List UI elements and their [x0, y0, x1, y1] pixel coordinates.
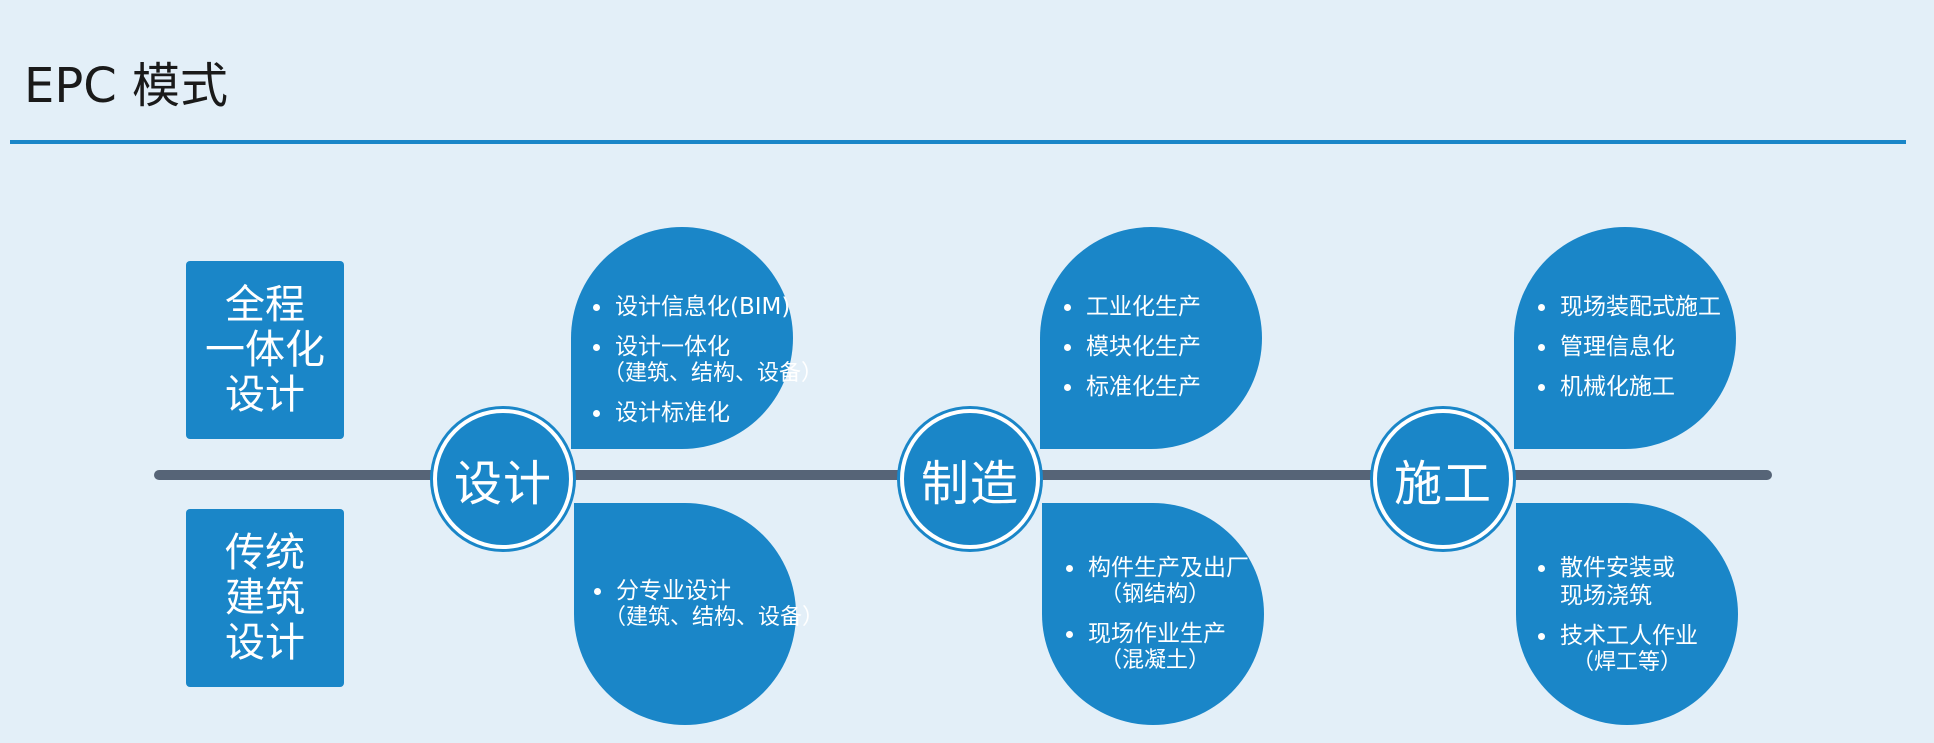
page-title: EPC 模式 — [24, 58, 229, 114]
bullet-dot — [1538, 304, 1545, 311]
petal-item: 现场作业生产（混凝土） — [1066, 620, 1264, 674]
petal-item-line2: 现场浇筑 — [1560, 583, 1652, 609]
petal-design-integrated: 设计信息化(BIM) 设计一体化（建筑、结构、设备） 设计标准化 — [571, 227, 824, 449]
traditional-design-line-2: 建筑 — [225, 574, 305, 621]
petal-item-text: 散件安装或 — [1560, 555, 1675, 581]
petal-item-text: 技术工人作业 — [1560, 623, 1698, 649]
petal-item-text: 标准化生产 — [1086, 374, 1201, 400]
petal-item-subtext: （建筑、结构、设备） — [603, 361, 824, 386]
petal-item-text: 现场作业生产 — [1088, 621, 1226, 647]
integrated-design-line-1: 全程 — [225, 281, 305, 328]
petal-item: 构件生产及出厂（钢结构） — [1066, 554, 1264, 608]
bullet-dot — [1064, 384, 1071, 391]
petal-item: 技术工人作业（焊工等） — [1538, 622, 1738, 676]
traditional-design-line-1: 传统 — [225, 529, 305, 576]
petal-item-text: 现场装配式施工 — [1560, 294, 1721, 320]
petal-item-text: 机械化施工 — [1560, 374, 1675, 400]
petal-item-subtext: （建筑、结构、设备） — [604, 605, 825, 630]
node-construction: 施工 — [1373, 409, 1513, 549]
node-manufacture: 制造 — [900, 409, 1040, 549]
petal-item: 现场装配式施工 — [1538, 293, 1736, 321]
petal-item-text: 设计信息化(BIM) — [615, 294, 791, 320]
petal-item: 设计标准化 — [593, 399, 793, 427]
bullet-dot — [1066, 565, 1073, 572]
petal-item: 设计一体化（建筑、结构、设备） — [593, 333, 824, 387]
petal-item: 标准化生产 — [1064, 373, 1262, 401]
bullet-dot — [1538, 384, 1545, 391]
petal-item-text: 模块化生产 — [1086, 334, 1201, 360]
petal-manufacture-integrated: 工业化生产 模块化生产 标准化生产 — [1040, 227, 1262, 449]
bullet-dot — [594, 588, 601, 595]
petal-item-subtext: （焊工等） — [1572, 650, 1683, 675]
bullet-dot — [1538, 565, 1545, 572]
integrated-design-line-3: 设计 — [225, 371, 305, 418]
integrated-design-label: 全程 一体化 设计 — [186, 261, 344, 439]
petal-item: 分专业设计（建筑、结构、设备） — [594, 577, 825, 631]
petal-item-text: 设计一体化 — [615, 334, 730, 360]
bullet-dot — [1538, 344, 1545, 351]
bullet-dot — [1066, 631, 1073, 638]
petal-design-traditional: 分专业设计（建筑、结构、设备） — [574, 503, 825, 725]
bullet-dot — [593, 344, 600, 351]
integrated-design-line-2: 一体化 — [205, 326, 325, 373]
petal-manufacture-traditional: 构件生产及出厂（钢结构） 现场作业生产（混凝土） — [1042, 503, 1264, 725]
petal-item: 管理信息化 — [1538, 333, 1736, 361]
petal-item: 机械化施工 — [1538, 373, 1736, 401]
petal-construction-traditional: 散件安装或现场浇筑 技术工人作业（焊工等） — [1516, 503, 1738, 725]
petal-construction-integrated: 现场装配式施工 管理信息化 机械化施工 — [1514, 227, 1736, 449]
bullet-dot — [1064, 304, 1071, 311]
petal-item: 模块化生产 — [1064, 333, 1262, 361]
petal-item-text: 工业化生产 — [1086, 294, 1201, 320]
petal-item: 设计信息化(BIM) — [593, 293, 793, 321]
petal-item-text: 设计标准化 — [615, 400, 730, 426]
bullet-dot — [1538, 633, 1545, 640]
node-design: 设计 — [433, 409, 573, 549]
petal-item-text: 分专业设计 — [616, 578, 731, 604]
petal-item-text: 构件生产及出厂 — [1088, 555, 1249, 581]
petal-item: 散件安装或现场浇筑 — [1538, 554, 1738, 610]
bullet-dot — [1064, 344, 1071, 351]
bullet-dot — [593, 410, 600, 417]
petal-item-subtext: （钢结构） — [1100, 582, 1211, 607]
petal-item: 工业化生产 — [1064, 293, 1262, 321]
petal-item-text: 管理信息化 — [1560, 334, 1675, 360]
bullet-dot — [593, 304, 600, 311]
petal-item-subtext: （混凝土） — [1100, 648, 1211, 673]
traditional-design-label: 传统 建筑 设计 — [186, 509, 344, 687]
title-divider — [10, 140, 1906, 144]
traditional-design-line-3: 设计 — [225, 619, 305, 666]
